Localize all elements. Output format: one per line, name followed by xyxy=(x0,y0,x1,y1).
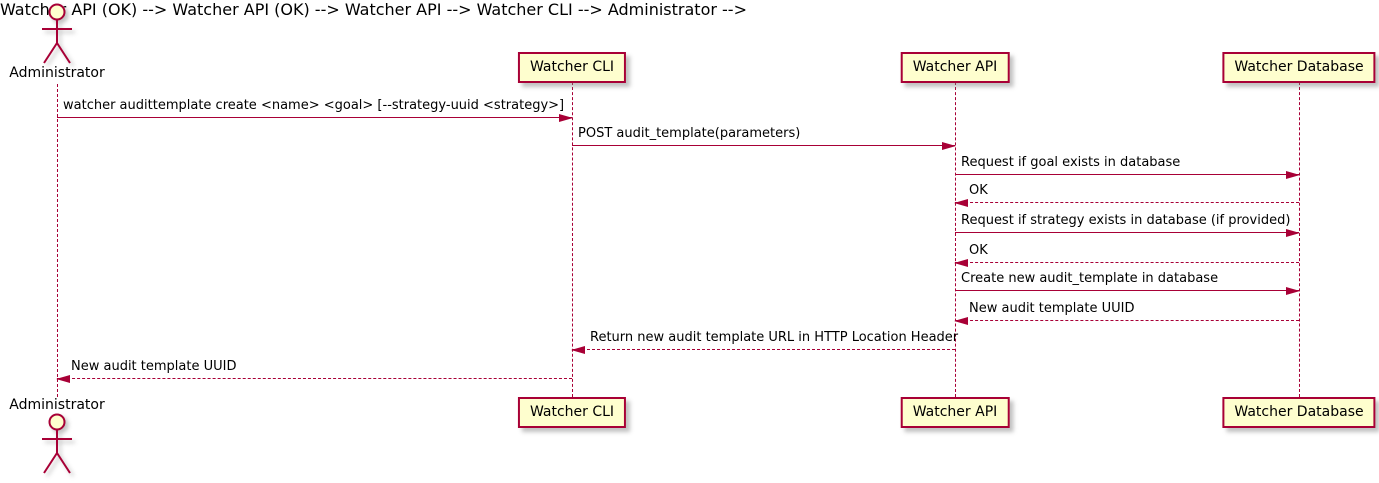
message-line xyxy=(572,145,955,146)
message-label: New audit template UUID xyxy=(71,359,237,374)
participant-watcher-api-top: Watcher API xyxy=(900,52,1010,83)
participant-watcher-database-top: Watcher Database xyxy=(1222,52,1376,83)
message-6: OK xyxy=(954,243,1299,267)
message-line xyxy=(955,232,1299,233)
lifeline-administrator xyxy=(57,84,58,397)
arrowhead-left-icon xyxy=(56,375,70,383)
message-label: POST audit_template(parameters) xyxy=(578,126,801,141)
message-3: Request if goal exists in database xyxy=(955,155,1300,179)
arrowhead-left-icon xyxy=(571,346,585,354)
actor-icon xyxy=(42,3,72,64)
message-label: New audit template UUID xyxy=(969,301,1135,316)
message-line xyxy=(57,117,572,118)
participant-watcher-cli-top: Watcher CLI xyxy=(517,52,627,83)
message-line xyxy=(955,290,1299,291)
arrowhead-left-icon xyxy=(954,259,968,267)
message-5: Request if strategy exists in database (… xyxy=(955,213,1300,237)
message-8: New audit template UUID xyxy=(954,301,1299,325)
arrowhead-right-icon xyxy=(559,114,573,122)
message-7: Create new audit_template in database xyxy=(955,271,1300,295)
arrowhead-right-icon xyxy=(1286,171,1300,179)
arrowhead-right-icon xyxy=(942,142,956,150)
message-label: OK xyxy=(969,183,988,198)
message-line xyxy=(955,320,1299,321)
message-label: Return new audit template URL in HTTP Lo… xyxy=(590,330,959,345)
message-4: OK xyxy=(954,183,1299,207)
message-label: OK xyxy=(969,243,988,258)
message-1: watcher audittemplate create <name> <goa… xyxy=(57,98,573,122)
message-2: POST audit_template(parameters) xyxy=(572,126,956,150)
actor-label-bottom: Administrator xyxy=(9,397,105,413)
message-line xyxy=(57,378,572,379)
arrowhead-left-icon xyxy=(954,199,968,207)
message-label: Request if strategy exists in database (… xyxy=(961,213,1291,228)
actor-label-top: Administrator xyxy=(9,65,105,81)
actor-icon xyxy=(42,413,72,474)
message-9: Return new audit template URL in HTTP Lo… xyxy=(571,330,959,354)
message-label: watcher audittemplate create <name> <goa… xyxy=(63,98,565,113)
participant-watcher-api-bottom: Watcher API xyxy=(900,397,1010,428)
arrowhead-right-icon xyxy=(1286,287,1300,295)
message-label: Create new audit_template in database xyxy=(961,271,1219,286)
arrowhead-right-icon xyxy=(1286,229,1300,237)
message-label: Request if goal exists in database xyxy=(961,155,1181,170)
participant-watcher-database-bottom: Watcher Database xyxy=(1222,397,1376,428)
message-10: New audit template UUID xyxy=(56,359,572,383)
participant-watcher-cli-bottom: Watcher CLI xyxy=(517,397,627,428)
message-line xyxy=(572,349,955,350)
message-line xyxy=(955,262,1299,263)
lifeline-watcher-database xyxy=(1299,82,1300,397)
message-line xyxy=(955,174,1299,175)
arrowhead-left-icon xyxy=(954,317,968,325)
lifeline-watcher-cli xyxy=(572,82,573,397)
lifeline-watcher-api xyxy=(955,82,956,397)
message-line xyxy=(955,202,1299,203)
